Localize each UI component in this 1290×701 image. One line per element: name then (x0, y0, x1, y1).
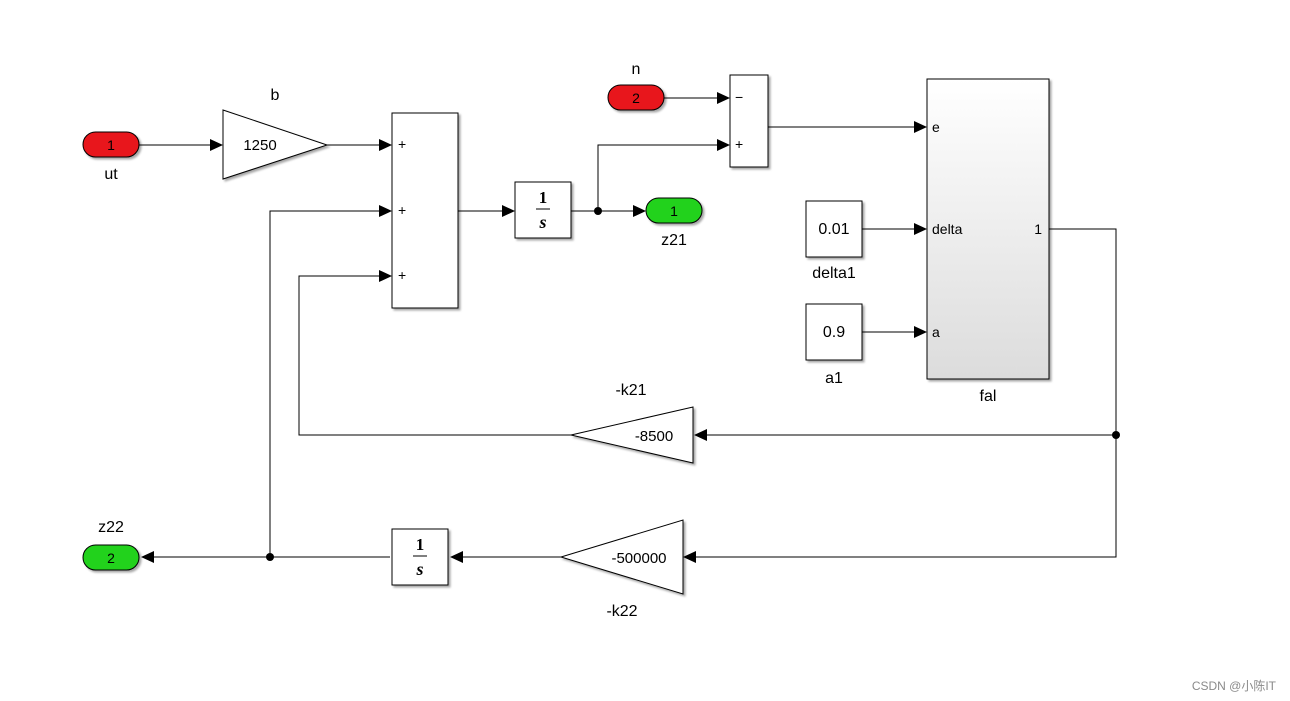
arrowhead (379, 139, 392, 151)
outport-z21[interactable]: 1 z21 (645, 197, 703, 249)
gain-k22-triangle[interactable] (559, 519, 684, 595)
integrator-bottom-denominator: s (415, 559, 423, 579)
integrator-top-box[interactable] (514, 181, 572, 239)
inport-ut-label: ut (104, 166, 118, 183)
arrowhead (717, 92, 730, 104)
integrator-bottom[interactable]: 1 s (391, 528, 449, 586)
outport-z22-number: 2 (107, 550, 115, 566)
gain-k22-value: -500000 (611, 550, 666, 567)
arrowhead (914, 326, 927, 338)
sum-block-2input-box[interactable] (729, 74, 769, 168)
subsystem-fal-label: fal (980, 388, 997, 405)
branch-point (266, 553, 274, 561)
arrowhead (141, 551, 154, 563)
constant-a1-value: 0.9 (823, 324, 845, 341)
sum3-sign-1: + (398, 136, 406, 152)
gain-k22[interactable]: -500000 -k22 (559, 519, 684, 620)
sum2-sign-2: + (735, 136, 743, 152)
arrowhead (914, 121, 927, 133)
subsystem-fal-port-e: e (932, 119, 940, 135)
gain-k21-value: -8500 (635, 428, 673, 445)
sum-block-3input[interactable]: + + + (391, 112, 459, 309)
arrowhead (502, 205, 515, 217)
sum3-sign-3: + (398, 267, 406, 283)
watermark: CSDN @小陈IT (1192, 678, 1277, 693)
integrator-top[interactable]: 1 s (514, 181, 572, 239)
arrowhead (683, 551, 696, 563)
arrowhead (914, 223, 927, 235)
signal-branch-to-sum2[interactable] (597, 144, 720, 211)
integrator-bottom-box[interactable] (391, 528, 449, 586)
inport-n-number: 2 (632, 90, 640, 106)
subsystem-fal[interactable]: e delta a 1 fal (926, 78, 1050, 405)
gain-k22-label: -k22 (606, 603, 637, 620)
gain-b-value: 1250 (243, 137, 276, 154)
inport-n-shape[interactable] (607, 84, 665, 111)
constant-delta1-label: delta1 (812, 265, 856, 282)
gain-k21-triangle[interactable] (570, 406, 694, 464)
signal-fal-output[interactable] (695, 228, 1117, 558)
integrator-top-denominator: s (538, 212, 546, 232)
signal-branch-to-sum3-mid[interactable] (269, 210, 382, 557)
subsystem-fal-port-delta: delta (932, 221, 963, 237)
constant-delta1[interactable]: 0.01 delta1 (805, 200, 863, 282)
sum-block-3input-box[interactable] (391, 112, 459, 309)
signal-gain-k21-to-sum3[interactable] (298, 275, 571, 436)
constant-a1[interactable]: 0.9 a1 (805, 303, 863, 387)
arrowhead (210, 139, 223, 151)
integrator-bottom-numerator: 1 (416, 535, 425, 554)
inport-n-label: n (632, 61, 641, 78)
subsystem-fal-port-out1: 1 (1034, 221, 1042, 237)
gain-k21-label: -k21 (615, 382, 646, 399)
arrowheads (141, 92, 927, 563)
outport-z22-shape[interactable] (82, 544, 140, 571)
gain-b-triangle[interactable] (222, 109, 329, 180)
branch-point (1112, 431, 1120, 439)
branch-point (594, 207, 602, 215)
inport-ut-number: 1 (107, 137, 115, 153)
sum3-sign-2: + (398, 202, 406, 218)
arrowhead (379, 205, 392, 217)
constant-a1-label: a1 (825, 370, 843, 387)
arrowhead (717, 139, 730, 151)
sum2-sign-1: − (735, 89, 743, 105)
subsystem-fal-box[interactable] (926, 78, 1050, 380)
outport-z22-label: z22 (98, 519, 124, 536)
gain-b[interactable]: b 1250 (222, 87, 329, 180)
inport-ut[interactable]: 1 ut (82, 131, 140, 183)
outport-z22[interactable]: z22 2 (82, 519, 140, 571)
branch-points (266, 207, 1120, 561)
gain-b-label: b (271, 87, 280, 104)
outport-z21-shape[interactable] (645, 197, 703, 224)
gain-k21[interactable]: -k21 -8500 (570, 382, 694, 464)
arrowhead (633, 205, 646, 217)
integrator-top-numerator: 1 (539, 188, 548, 207)
inport-ut-shape[interactable] (82, 131, 140, 158)
arrowhead (379, 270, 392, 282)
sum-block-2input[interactable]: − + (729, 74, 769, 168)
inport-n[interactable]: n 2 (607, 61, 665, 111)
outport-z21-label: z21 (661, 232, 687, 249)
arrowhead (694, 429, 707, 441)
constant-delta1-box[interactable] (805, 200, 863, 258)
subsystem-fal-port-a: a (932, 324, 940, 340)
arrowhead (450, 551, 463, 563)
constant-delta1-value: 0.01 (818, 221, 849, 238)
outport-z21-number: 1 (670, 203, 678, 219)
constant-a1-box[interactable] (805, 303, 863, 361)
